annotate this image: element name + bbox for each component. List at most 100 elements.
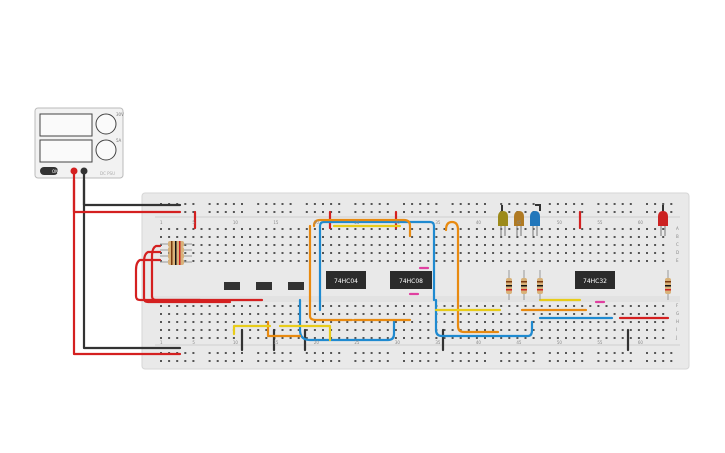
breadboard-hole[interactable] <box>184 260 187 262</box>
rail-hole[interactable] <box>548 203 551 205</box>
breadboard-hole[interactable] <box>386 305 389 307</box>
breadboard-hole[interactable] <box>621 236 624 238</box>
led[interactable] <box>498 211 508 226</box>
breadboard-hole[interactable] <box>289 252 292 254</box>
breadboard-hole[interactable] <box>297 228 300 230</box>
breadboard-hole[interactable] <box>370 321 373 323</box>
breadboard-hole[interactable] <box>492 252 495 254</box>
breadboard-hole[interactable] <box>176 321 179 323</box>
breadboard-hole[interactable] <box>573 252 576 254</box>
breadboard-hole[interactable] <box>208 321 211 323</box>
breadboard-hole[interactable] <box>484 337 486 339</box>
breadboard-hole[interactable] <box>662 305 665 307</box>
breadboard-hole[interactable] <box>216 228 219 230</box>
breadboard-hole[interactable] <box>508 228 511 230</box>
breadboard-hole[interactable] <box>516 236 519 238</box>
breadboard-hole[interactable] <box>605 329 608 331</box>
breadboard-hole[interactable] <box>354 260 357 262</box>
rail-hole[interactable] <box>232 352 235 354</box>
breadboard-hole[interactable] <box>573 236 576 238</box>
breadboard-hole[interactable] <box>581 228 584 230</box>
rail-hole[interactable] <box>484 360 486 362</box>
rail-hole[interactable] <box>524 203 527 205</box>
breadboard-hole[interactable] <box>192 228 195 230</box>
breadboard-hole[interactable] <box>265 313 268 315</box>
breadboard-hole[interactable] <box>419 305 422 307</box>
breadboard-hole[interactable] <box>629 252 632 254</box>
breadboard-hole[interactable] <box>265 260 268 262</box>
breadboard-hole[interactable] <box>637 260 640 262</box>
breadboard-hole[interactable] <box>249 329 252 331</box>
rail-hole[interactable] <box>241 360 243 362</box>
breadboard-hole[interactable] <box>508 252 511 254</box>
breadboard-hole[interactable] <box>184 252 187 254</box>
breadboard-hole[interactable] <box>322 321 324 323</box>
rail-hole[interactable] <box>435 360 438 362</box>
breadboard-hole[interactable] <box>224 252 227 254</box>
breadboard-hole[interactable] <box>346 329 349 331</box>
breadboard-hole[interactable] <box>370 329 373 331</box>
rail-hole[interactable] <box>613 352 616 354</box>
breadboard-hole[interactable] <box>313 244 316 246</box>
rail-hole[interactable] <box>338 211 341 213</box>
breadboard-hole[interactable] <box>613 329 616 331</box>
rail-hole[interactable] <box>273 211 276 213</box>
breadboard-hole[interactable] <box>637 313 640 315</box>
breadboard-hole[interactable] <box>224 337 227 339</box>
breadboard-hole[interactable] <box>524 252 527 254</box>
rail-hole[interactable] <box>419 211 422 213</box>
breadboard-hole[interactable] <box>613 321 616 323</box>
rail-hole[interactable] <box>605 211 608 213</box>
wire-psu-negative[interactable] <box>82 169 182 350</box>
rail-hole[interactable] <box>273 203 276 205</box>
breadboard-hole[interactable] <box>654 337 657 339</box>
rail-hole[interactable] <box>322 360 324 362</box>
rail-hole[interactable] <box>451 360 454 362</box>
breadboard-hole[interactable] <box>403 236 405 238</box>
rail-hole[interactable] <box>322 211 324 213</box>
breadboard-hole[interactable] <box>524 244 527 246</box>
breadboard-hole[interactable] <box>475 228 478 230</box>
breadboard-hole[interactable] <box>484 305 486 307</box>
rail-hole[interactable] <box>670 211 673 213</box>
rail-hole[interactable] <box>273 360 276 362</box>
breadboard-hole[interactable] <box>305 329 308 331</box>
breadboard-hole[interactable] <box>378 252 381 254</box>
rail-hole[interactable] <box>265 352 268 354</box>
breadboard-hole[interactable] <box>403 337 405 339</box>
breadboard-hole[interactable] <box>232 244 235 246</box>
breadboard-hole[interactable] <box>232 236 235 238</box>
rail-hole[interactable] <box>216 203 219 205</box>
rail-hole[interactable] <box>581 203 584 205</box>
rail-hole[interactable] <box>451 352 454 354</box>
breadboard-hole[interactable] <box>249 305 252 307</box>
rail-hole[interactable] <box>500 360 503 362</box>
breadboard-hole[interactable] <box>427 321 430 323</box>
breadboard-hole[interactable] <box>265 337 268 339</box>
breadboard-hole[interactable] <box>192 329 195 331</box>
rail-hole[interactable] <box>232 211 235 213</box>
breadboard-hole[interactable] <box>621 337 624 339</box>
breadboard-hole[interactable] <box>662 329 665 331</box>
rail-hole[interactable] <box>621 203 624 205</box>
breadboard-hole[interactable] <box>484 244 486 246</box>
rail-hole[interactable] <box>411 352 414 354</box>
breadboard-hole[interactable] <box>281 244 284 246</box>
breadboard-hole[interactable] <box>556 260 559 262</box>
breadboard-hole[interactable] <box>257 337 260 339</box>
rail-hole[interactable] <box>232 360 235 362</box>
rail-hole[interactable] <box>516 360 519 362</box>
breadboard-hole[interactable] <box>613 228 616 230</box>
breadboard-hole[interactable] <box>192 236 195 238</box>
breadboard-hole[interactable] <box>249 252 252 254</box>
breadboard-hole[interactable] <box>516 313 519 315</box>
breadboard-hole[interactable] <box>508 329 511 331</box>
breadboard-hole[interactable] <box>613 305 616 307</box>
wire-yellow[interactable] <box>278 324 332 342</box>
rail-hole[interactable] <box>330 203 333 205</box>
rail-hole[interactable] <box>597 211 600 213</box>
breadboard-hole[interactable] <box>362 337 365 339</box>
breadboard-hole[interactable] <box>378 305 381 307</box>
rail-hole[interactable] <box>532 360 535 362</box>
breadboard-hole[interactable] <box>200 305 203 307</box>
